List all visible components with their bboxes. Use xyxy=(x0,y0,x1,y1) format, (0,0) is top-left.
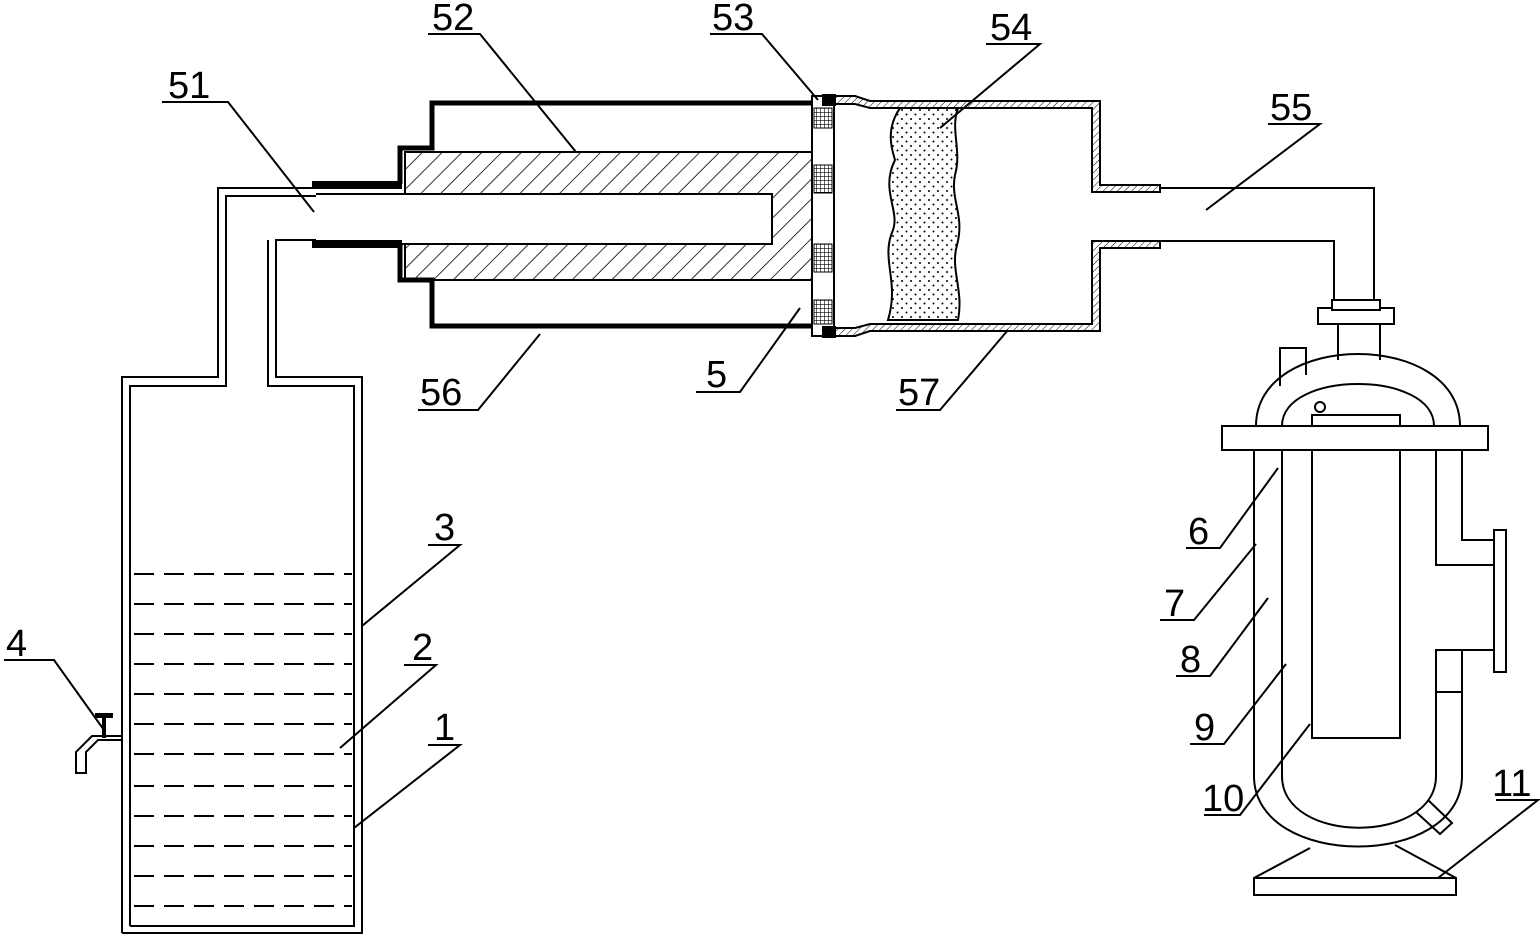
liquid-level-lines xyxy=(134,573,352,907)
label-55: 55 xyxy=(1270,87,1312,129)
label-4: 4 xyxy=(6,623,27,665)
mesh-separator xyxy=(811,94,836,338)
label-6: 6 xyxy=(1188,511,1209,553)
label-57: 57 xyxy=(898,372,940,414)
drain-valve xyxy=(75,713,122,774)
label-5: 5 xyxy=(706,354,727,396)
label-51: 51 xyxy=(168,65,210,107)
leader-lines xyxy=(4,33,1540,879)
label-10: 10 xyxy=(1202,778,1244,820)
label-1: 1 xyxy=(434,707,455,749)
label-54: 54 xyxy=(990,7,1032,49)
label-9: 9 xyxy=(1194,707,1215,749)
label-2: 2 xyxy=(412,627,433,669)
condenser xyxy=(1221,324,1507,896)
heating-unit xyxy=(312,100,813,329)
storage-tank xyxy=(121,187,363,934)
label-7: 7 xyxy=(1164,583,1185,625)
filter-chamber xyxy=(833,95,1161,337)
label-11: 11 xyxy=(1492,763,1531,805)
label-53: 53 xyxy=(712,0,754,39)
outlet-tube xyxy=(1160,187,1395,325)
label-56: 56 xyxy=(420,372,462,414)
label-3: 3 xyxy=(434,507,455,549)
label-52: 52 xyxy=(432,0,474,39)
label-8: 8 xyxy=(1180,639,1201,681)
